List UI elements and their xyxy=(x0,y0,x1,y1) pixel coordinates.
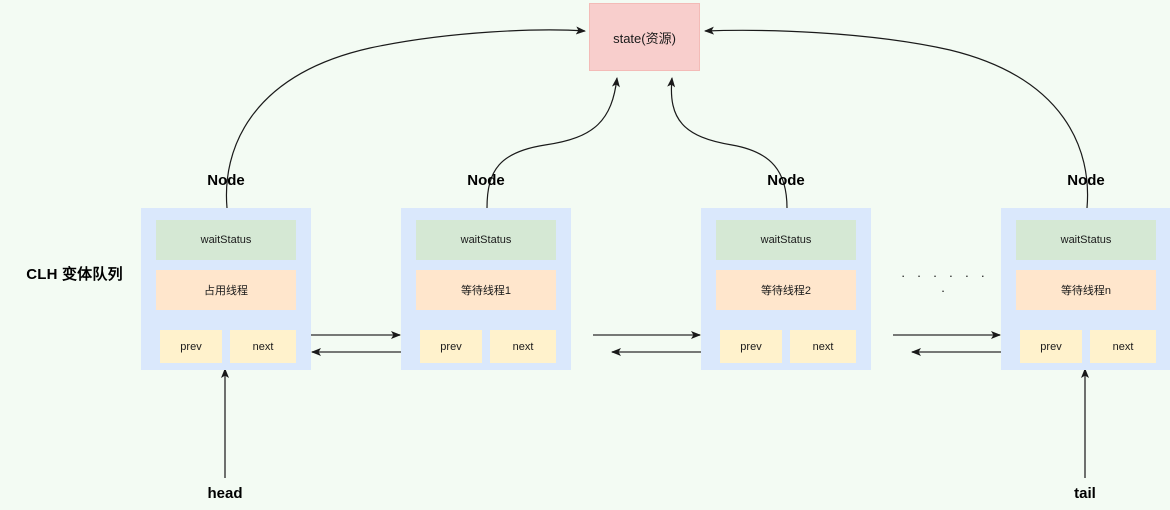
tail-label: tail xyxy=(1074,485,1096,502)
node-2-thread: 等待线程1 xyxy=(416,270,556,310)
node-4-thread: 等待线程n xyxy=(1016,270,1156,310)
node-3-prev: prev xyxy=(720,330,782,363)
node-3-title: Node xyxy=(767,172,805,189)
node-1: Node waitStatus 占用线程 prev next xyxy=(141,172,311,370)
node-1-title: Node xyxy=(207,172,245,189)
node-1-next: next xyxy=(230,330,296,363)
node-4-title: Node xyxy=(1067,172,1105,189)
state-label: state(资源) xyxy=(613,30,676,46)
head-label: head xyxy=(207,485,243,502)
node-4-wait-status: waitStatus xyxy=(1016,220,1156,260)
node-2-title: Node xyxy=(467,172,505,189)
node-1-wait-status: waitStatus xyxy=(156,220,296,260)
node-2: Node waitStatus 等待线程1 prev next xyxy=(401,172,571,370)
node-2-next: next xyxy=(490,330,556,363)
node-2-wait-status: waitStatus xyxy=(416,220,556,260)
node-3-next: next xyxy=(790,330,856,363)
node-4: Node waitStatus 等待线程n prev next xyxy=(1001,172,1170,370)
node-1-prev: prev xyxy=(160,330,222,363)
node-1-thread: 占用线程 xyxy=(156,270,296,310)
state-resource-box: state(资源) xyxy=(589,3,700,71)
node-3-thread: 等待线程2 xyxy=(716,270,856,310)
node-2-prev: prev xyxy=(420,330,482,363)
node-3: Node waitStatus 等待线程2 prev next xyxy=(701,172,871,370)
node-3-wait-status: waitStatus xyxy=(716,220,856,260)
node-4-next: next xyxy=(1090,330,1156,363)
clh-queue-label: CLH 变体队列 xyxy=(26,266,123,283)
ellipsis-separator: · · · · · · · xyxy=(900,268,990,298)
node-4-prev: prev xyxy=(1020,330,1082,363)
